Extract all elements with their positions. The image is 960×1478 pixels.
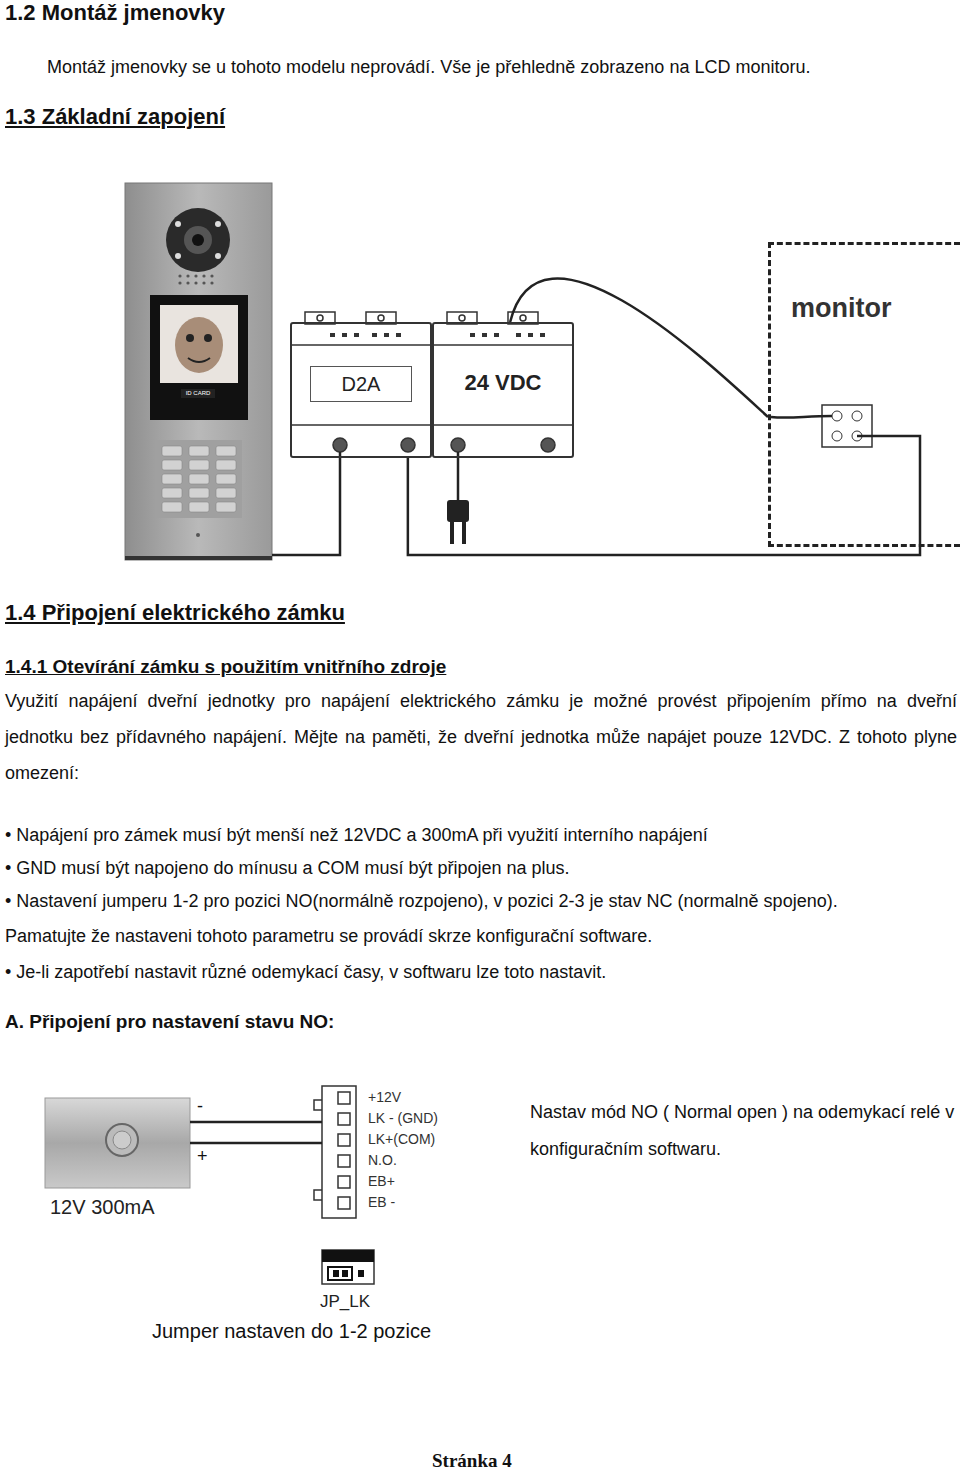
text-label: Stránka 4 [432, 1450, 632, 1472]
text-label: + [197, 1146, 217, 1167]
node-text: 24 VDC [446, 366, 560, 400]
text-label: Jumper nastaven do 1-2 pozice [152, 1320, 572, 1343]
text-label: ID CARD [181, 389, 215, 398]
node-text: LK+(COM) [368, 1130, 435, 1148]
node-text: monitor [791, 293, 892, 324]
wire [190, 1122, 322, 1143]
electric-lock [45, 1098, 190, 1188]
node-text: LK - (GND) [368, 1109, 438, 1127]
text-label: Využití napájení dveřní jednotky pro nap… [5, 683, 957, 791]
lock-box: 12V 300mA [45, 1098, 190, 1188]
text-label: 1.4 Připojení elektrického zámku [5, 600, 605, 626]
node-text: +12V [368, 1088, 401, 1106]
text-label: • GND musí být napojeno do mínusu a COM … [5, 851, 955, 886]
text-label: A. Připojení pro nastavení stavu NO: [5, 1011, 605, 1033]
text-label: 1.2 Montáž jmenovky [5, 0, 505, 26]
control-module: D2A [290, 322, 432, 458]
text-label: • Nastavení jumperu 1-2 pro pozici NO(no… [5, 884, 885, 954]
text-label: Nastav mód NO ( Normal open ) na odemyka… [530, 1094, 955, 1168]
mains-plug [447, 500, 469, 544]
terminal-block: +12V LK - (GND) LK+(COM) N.O. EB+ EB - [322, 1086, 452, 1218]
text-label: 1.3 Základní zapojení [5, 104, 505, 130]
text-label: Montáž jmenovky se u tohoto modelu nepro… [47, 57, 947, 78]
wires [272, 452, 458, 555]
jumper: JP_LK [322, 1250, 374, 1284]
terminal-connector [314, 1086, 356, 1218]
node-text: D2A [310, 366, 412, 402]
jumper-symbol [322, 1250, 374, 1284]
monitor-box: monitor [768, 242, 960, 547]
node-text: EB - [368, 1193, 395, 1211]
power-supply: 24 VDC [432, 322, 574, 458]
node-text: N.O. [368, 1151, 397, 1169]
text-label: • Je-li zapotřebí nastavit různé odemyka… [5, 955, 955, 990]
wire [510, 278, 768, 417]
text-label: - [197, 1096, 217, 1117]
door-panel [125, 183, 272, 560]
node-text: EB+ [368, 1172, 395, 1190]
text-label: 1.4.1 Otevírání zámku s použitím vnitřní… [5, 656, 705, 678]
monitor-terminal [771, 405, 920, 544]
node-text: 12V 300mA [50, 1196, 155, 1219]
text-label: • Napájení pro zámek musí být menší než … [5, 818, 955, 853]
node-text: JP_LK [320, 1292, 370, 1312]
wire [408, 458, 920, 555]
